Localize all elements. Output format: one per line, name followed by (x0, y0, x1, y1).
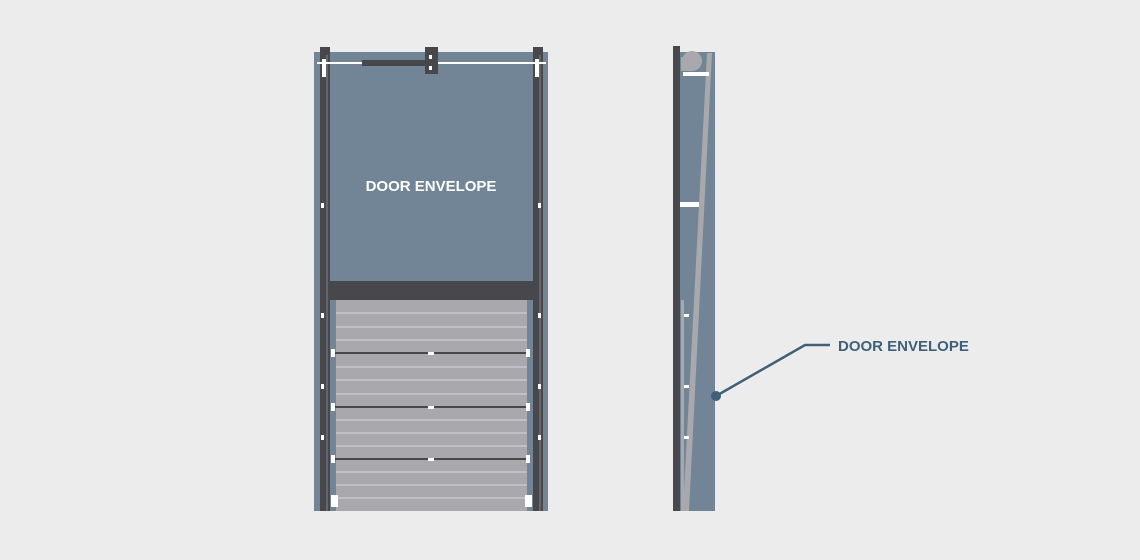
operator-arm (362, 60, 425, 66)
vertical-track (683, 53, 712, 511)
front-view: DOOR ENVELOPE (314, 47, 548, 511)
center-bracket (425, 47, 438, 74)
door-panels (331, 300, 532, 511)
side-view (673, 46, 715, 511)
header-band (330, 281, 533, 300)
mid-bracket (680, 202, 699, 207)
callout: DOOR ENVELOPE (711, 338, 969, 401)
wall-post (673, 46, 680, 511)
left-track-post (320, 47, 330, 511)
callout-dot (711, 391, 721, 401)
callout-leader-line (715, 343, 830, 398)
top-bracket (683, 72, 709, 76)
callout-label: DOOR ENVELOPE (838, 338, 969, 355)
door-envelope-label: DOOR ENVELOPE (366, 178, 497, 195)
right-track-post (533, 47, 543, 511)
track-brackets (321, 203, 541, 463)
